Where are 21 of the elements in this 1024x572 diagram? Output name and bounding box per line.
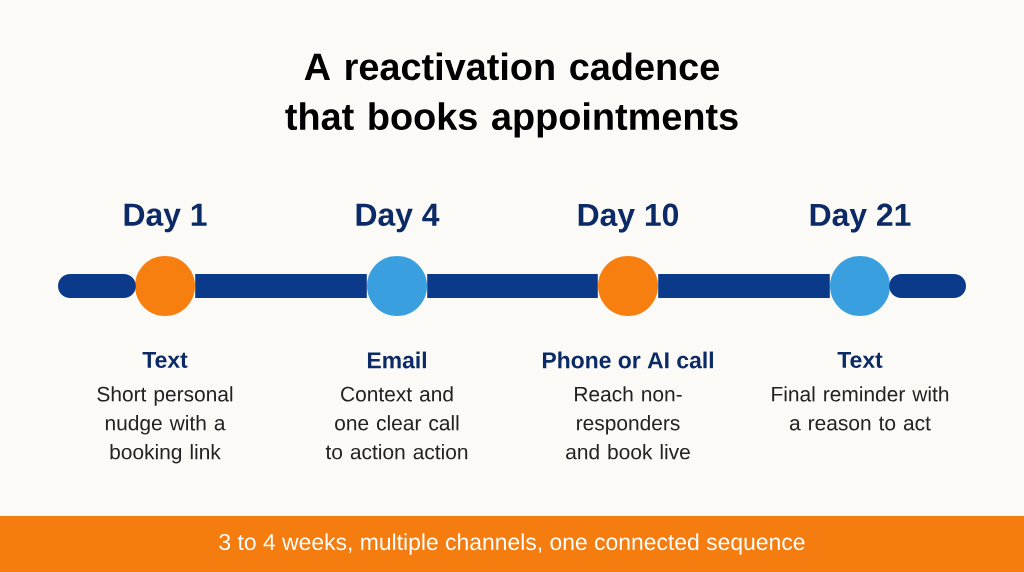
day-label: Day 4 xyxy=(356,203,440,233)
timeline-bar xyxy=(427,274,598,298)
timeline-dot xyxy=(367,256,427,316)
channel-heading: Phone or AI call xyxy=(542,351,713,369)
timeline-bar xyxy=(658,274,830,298)
channel-heading: Text xyxy=(837,352,883,368)
step-description: Reach non-responders and book live xyxy=(566,386,690,460)
channel-heading: Email xyxy=(367,351,426,369)
summary-banner: 3 to 4 weeks, multiple channels, one connected sequence xyxy=(0,516,1024,572)
day-label: Day 1 xyxy=(124,203,207,233)
step-description: Context and one clear call to action action xyxy=(325,386,468,460)
step-description: Short personal nudge with a booking link xyxy=(97,386,233,464)
day-label: Day 10 xyxy=(578,203,679,233)
channel-heading: Text xyxy=(142,352,188,368)
timeline-bar xyxy=(195,274,367,298)
timeline-dot xyxy=(598,256,658,316)
step-description: Final reminder with a reason to act xyxy=(772,386,949,431)
timeline-dot xyxy=(135,256,195,316)
timeline-dot xyxy=(830,256,890,316)
title: A reactivation cadence that books appointments xyxy=(285,52,738,138)
day-label: Day 21 xyxy=(810,203,911,233)
